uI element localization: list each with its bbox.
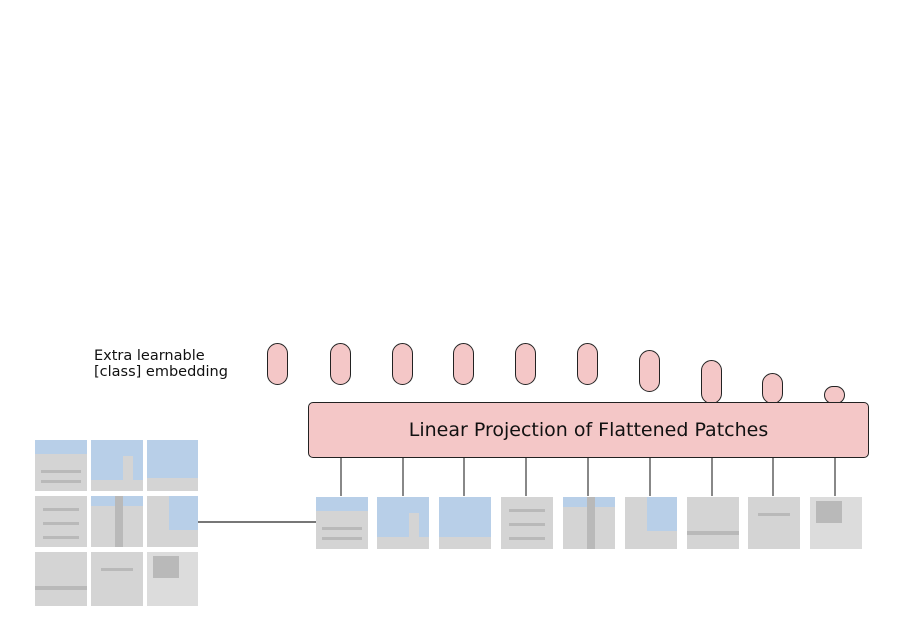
patch-token-2 [392, 343, 413, 385]
grid-patch-9 [147, 552, 198, 606]
class-token [267, 343, 288, 385]
patch-token-1 [330, 343, 351, 385]
sequence-patch-6 [625, 497, 677, 549]
grid-patch-3 [147, 440, 198, 491]
linear-projection-box: Linear Projection of Flattened Patches [308, 402, 869, 458]
grid-patch-5 [91, 496, 143, 547]
class-embedding-label-line1: Extra learnable [94, 348, 205, 364]
grid-patch-8 [91, 552, 143, 606]
grid-patch-4 [35, 496, 87, 547]
grid-patch-7 [35, 552, 87, 606]
patch-token-6 [639, 350, 660, 392]
sequence-patch-3 [439, 497, 491, 549]
grid-patch-1 [35, 440, 87, 491]
patch-token-3 [453, 343, 474, 385]
patch-token-4 [515, 343, 536, 385]
patch-token-5 [577, 343, 598, 385]
sequence-patch-8 [748, 497, 800, 549]
patch-token-8 [762, 373, 783, 404]
sequence-patch-5 [563, 497, 615, 549]
patch-token-7 [701, 360, 722, 404]
grid-patch-2 [91, 440, 143, 491]
sequence-patch-4 [501, 497, 553, 549]
class-embedding-label-line2: [class] embedding [94, 364, 228, 380]
sequence-patch-1 [316, 497, 368, 549]
linear-projection-label: Linear Projection of Flattened Patches [408, 419, 769, 441]
grid-patch-6 [147, 496, 198, 547]
sequence-patch-2 [377, 497, 429, 549]
sequence-patch-7 [687, 497, 739, 549]
sequence-patch-9 [810, 497, 862, 549]
